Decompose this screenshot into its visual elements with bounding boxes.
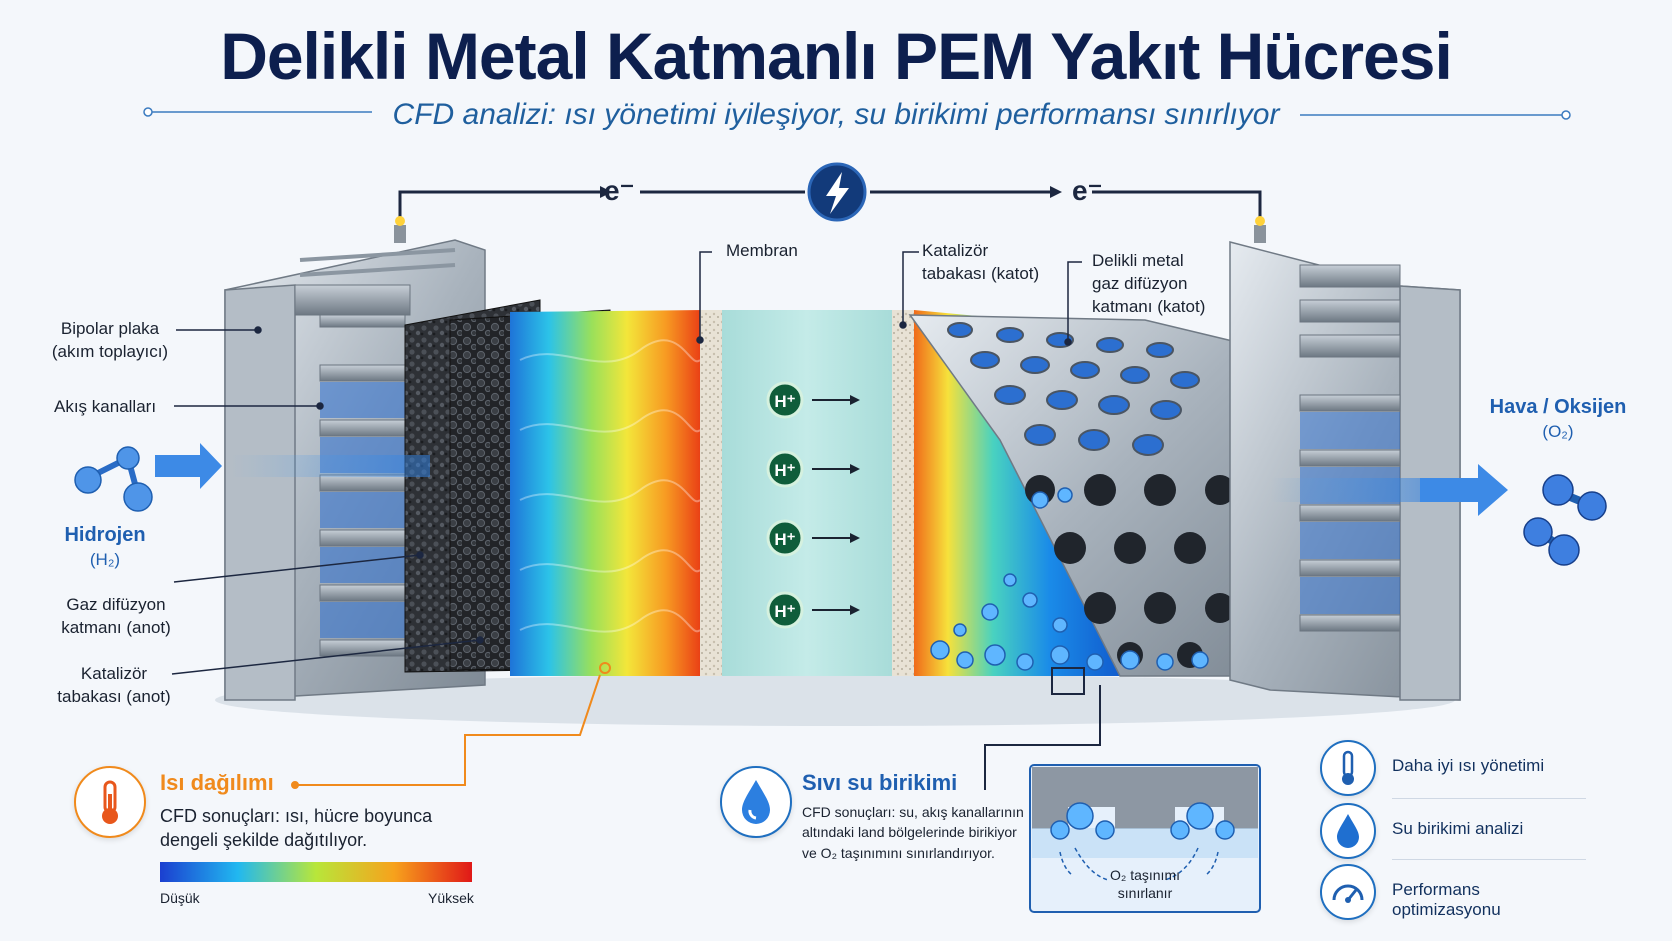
heat-scale-low: Düşük bbox=[160, 890, 200, 906]
water-title: Sıvı su birikimi bbox=[802, 770, 958, 795]
summary-item-water: Su birikimi analizi bbox=[1320, 799, 1586, 859]
hydrogen-label: Hidrojen bbox=[64, 524, 146, 546]
water-drop-icon bbox=[1337, 814, 1359, 848]
membrane-label: Membran bbox=[726, 241, 798, 260]
water-icon-circle bbox=[720, 766, 792, 838]
heat-title: Isı dağılımı bbox=[160, 770, 274, 795]
heat-description-line2: dengeli şekilde dağıtılıyor. bbox=[160, 830, 368, 851]
svg-text:H⁺: H⁺ bbox=[774, 530, 795, 549]
summary-label: Su birikimi analizi bbox=[1392, 819, 1524, 838]
electron-label-right: e⁻ bbox=[1072, 175, 1103, 206]
hydrogen-flow bbox=[74, 443, 430, 512]
hydrogen-formula: (H₂) bbox=[89, 550, 121, 569]
summary-label: Performans optimizasyonu bbox=[1392, 880, 1501, 919]
anode-gdl-label-line2: katmanı (anot) bbox=[61, 617, 171, 637]
cathode-catalyst-layer bbox=[892, 310, 914, 676]
page-subtitle: CFD analizi: ısı yönetimi iyileşiyor, su… bbox=[392, 98, 1280, 131]
heat-scale-high: Yüksek bbox=[428, 890, 474, 906]
cathode-catalyst-label-line1: Katalizör bbox=[922, 241, 989, 260]
svg-text:H⁺: H⁺ bbox=[774, 461, 795, 480]
water-inset-caption: O₂ taşınımı sınırlanır bbox=[1060, 866, 1230, 902]
divider bbox=[1392, 798, 1586, 799]
thermometer-icon bbox=[1342, 750, 1354, 785]
membrane bbox=[722, 310, 892, 676]
anode-gdl-label: Gaz difüzyon katmanı (anot) bbox=[46, 594, 186, 640]
electron-label-left: e⁻ bbox=[604, 175, 635, 206]
svg-text:H⁺: H⁺ bbox=[774, 392, 795, 411]
protons: H⁺ H⁺ H⁺ H⁺ bbox=[766, 381, 860, 629]
right-bipolar-plate bbox=[1229, 241, 1461, 701]
heat-distribution-zone bbox=[510, 310, 705, 676]
perforated-gdl-label-line2: gaz difüzyon bbox=[1092, 273, 1188, 293]
summary-item-performance: Performans optimizasyonu bbox=[1320, 860, 1586, 920]
heat-description-line1: CFD sonuçları: ısı, hücre boyunca bbox=[160, 806, 433, 826]
svg-text:H⁺: H⁺ bbox=[774, 602, 795, 621]
bipolar-plate-label-line2: (akım toplayıcı) bbox=[51, 341, 169, 361]
bipolar-plate-label-line1: Bipolar plaka bbox=[60, 319, 160, 338]
water-inset-caption-line1: O₂ taşınımı bbox=[1109, 867, 1180, 883]
proton-2: H⁺ bbox=[766, 450, 860, 488]
bipolar-plate-label: Bipolar plaka (akım toplayıcı) bbox=[40, 318, 180, 364]
proton-3: H⁺ bbox=[766, 519, 860, 557]
water-description-line3: ve O₂ taşınımını sınırlandırıyor. bbox=[802, 844, 995, 861]
heat-description: CFD sonuçları: ısı, hücre boyunca dengel… bbox=[160, 804, 432, 853]
anode-catalyst-label-line2: tabakası (anot) bbox=[57, 686, 171, 706]
proton-1: H⁺ bbox=[766, 381, 860, 419]
divider bbox=[1392, 859, 1586, 860]
water-drop-icon bbox=[742, 780, 770, 824]
flow-channels-label: Akış kanalları bbox=[54, 397, 157, 416]
anode-catalyst-label: Katalizör tabakası (anot) bbox=[44, 663, 184, 709]
perforated-gdl-label-line3: katmanı (katot) bbox=[1092, 296, 1206, 316]
water-inset bbox=[1029, 764, 1261, 913]
air-oxygen-label: Hava / Oksijen bbox=[1489, 396, 1627, 418]
oxygen-molecule-icon bbox=[1523, 474, 1607, 566]
heat-scale-bar bbox=[160, 862, 472, 882]
heat-icon-circle bbox=[74, 766, 146, 838]
thermometer-icon bbox=[102, 780, 118, 824]
cathode-catalyst-label-line2: tabakası (katot) bbox=[922, 263, 1040, 283]
gauge-icon bbox=[1332, 884, 1364, 903]
cathode-catalyst-label: Katalizör tabakası (katot) bbox=[922, 240, 1039, 286]
page-title: Delikli Metal Katmanlı PEM Yakıt Hücresi bbox=[220, 19, 1453, 93]
water-droplets bbox=[930, 487, 1209, 671]
summary-label: Daha iyi ısı yönetimi bbox=[1392, 756, 1545, 775]
oxygen-flow bbox=[1270, 464, 1607, 566]
summary-item-heat: Daha iyi ısı yönetimi bbox=[1320, 738, 1586, 798]
water-description-line1: CFD sonuçları: su, akış kanallarının bbox=[802, 804, 1024, 820]
perforated-metal-gdl bbox=[908, 314, 1271, 677]
proton-4: H⁺ bbox=[766, 591, 860, 629]
anode-catalyst-label-line1: Katalizör bbox=[80, 664, 148, 683]
external-circuit bbox=[394, 162, 1266, 243]
water-description: CFD sonuçları: su, akış kanallarının alt… bbox=[802, 802, 1024, 863]
water-inset-caption-line2: sınırlanır bbox=[1117, 885, 1173, 902]
hydrogen-molecule-icon bbox=[74, 446, 153, 512]
summary-list: Daha iyi ısı yönetimi Su birikimi analiz… bbox=[1320, 738, 1586, 920]
perforated-gdl-label-line1: Delikli metal bbox=[1092, 251, 1184, 270]
oxygen-formula: (O₂) bbox=[1542, 422, 1574, 441]
water-description-line2: altındaki land bölgelerinde birikiyor bbox=[802, 824, 1017, 841]
anode-catalyst-layer bbox=[700, 310, 722, 676]
perforated-gdl-label: Delikli metal gaz difüzyon katmanı (kato… bbox=[1092, 250, 1205, 319]
anode-gdl-label-line1: Gaz difüzyon bbox=[66, 595, 166, 614]
lightning-icon bbox=[826, 172, 849, 214]
